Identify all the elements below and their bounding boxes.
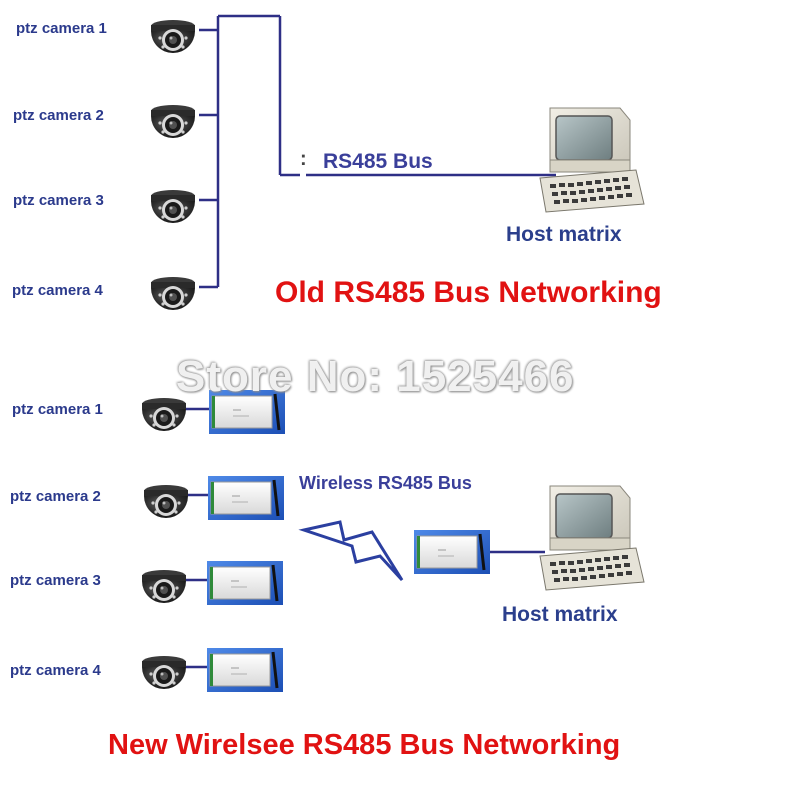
lightning-icon: [298, 520, 404, 582]
new-camera-icons: [142, 398, 188, 689]
camera-label: ptz camera 1: [16, 20, 107, 37]
camera-label: ptz camera 4: [12, 282, 103, 299]
old-camera-icons: [151, 20, 195, 310]
host-label: Host matrix: [502, 603, 618, 626]
dome-camera-icon: [142, 570, 186, 603]
host-matrix-icon: [539, 107, 645, 213]
old-bus-wiring: [199, 14, 556, 289]
wireless-module-icon: [206, 474, 286, 522]
dome-camera-icon: [151, 277, 195, 310]
section-title: New Wirelsee RS485 Bus Networking: [108, 729, 621, 761]
wireless-module-icon: [205, 559, 285, 607]
wireless-module-icon: [412, 528, 492, 576]
host-matrix-icon: [539, 485, 645, 591]
camera-label: ptz camera 3: [10, 572, 101, 589]
wireless-bus-label: Wireless RS485 Bus: [299, 473, 472, 493]
camera-label: ptz camera 3: [13, 192, 104, 209]
dome-camera-icon: [144, 485, 188, 518]
dome-camera-icon: [151, 105, 195, 138]
dome-camera-icon: [142, 656, 186, 689]
dome-camera-icon: [151, 190, 195, 223]
camera-label: ptz camera 2: [10, 488, 101, 505]
camera-label: ptz camera 4: [10, 662, 101, 679]
camera-label: ptz camera 1: [12, 401, 103, 418]
wireless-module-icon: [205, 646, 285, 694]
bus-marker: :: [300, 148, 307, 170]
camera-label: ptz camera 2: [13, 107, 104, 124]
dome-camera-icon: [142, 398, 186, 431]
host-label: Host matrix: [506, 223, 622, 246]
section-title: Old RS485 Bus Networking: [275, 276, 662, 309]
dome-camera-icon: [151, 20, 195, 53]
store-watermark: Store No: 1525466: [176, 352, 575, 401]
bus-label: RS485 Bus: [323, 150, 433, 173]
